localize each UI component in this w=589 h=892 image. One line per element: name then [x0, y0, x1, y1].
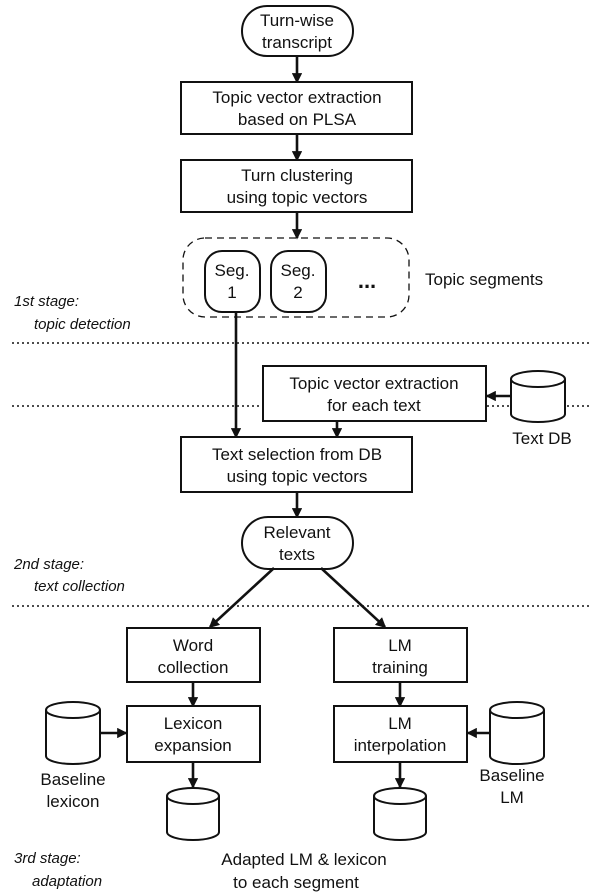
baseline-lexicon-cylinder — [45, 701, 101, 765]
word-collection-line-1: Word — [173, 636, 213, 655]
topic-segments-group — [182, 237, 410, 318]
lm-training-line-2: training — [372, 658, 428, 677]
relevant-texts-line-2: texts — [279, 545, 315, 564]
topic-vector-extraction-line-2: based on PLSA — [238, 110, 357, 129]
topic-vector-extraction-line-1: Topic vector extraction — [212, 88, 381, 107]
baseline-lm-label-line-1: Baseline — [479, 766, 544, 785]
relevant-texts-line-1: Relevant — [263, 523, 330, 542]
adapted-output-label-line-1: Adapted LM & lexicon — [221, 850, 386, 869]
baseline-lexicon-label-line-2: lexicon — [47, 792, 100, 811]
word-collection-line-2: collection — [158, 658, 229, 677]
topic-vector-extraction-text-line-2: for each text — [327, 396, 421, 415]
text-selection-line-1: Text selection from DB — [212, 445, 382, 464]
turn-wise-transcript-node: Turn-wise transcript — [241, 5, 354, 57]
baseline-lexicon-label-line-1: Baseline — [40, 770, 105, 789]
segment-2-node: Seg. 2 — [270, 250, 327, 313]
lm-interpolation-line-2: interpolation — [354, 736, 447, 755]
lm-interpolation-box: LM interpolation — [333, 705, 468, 763]
stage-3-label-line-2: adaptation — [32, 873, 102, 890]
text-db-label: Text DB — [512, 429, 572, 448]
text-selection-box: Text selection from DB using topic vecto… — [180, 436, 413, 493]
lexicon-expansion-box: Lexicon expansion — [126, 705, 261, 763]
topic-vector-extraction-text-line-1: Topic vector extraction — [289, 374, 458, 393]
segments-ellipsis: ... — [358, 268, 376, 293]
turn-wise-transcript-line-1: Turn-wise — [260, 11, 334, 30]
turn-wise-transcript-line-2: transcript — [262, 33, 332, 52]
segment-2-line-1: Seg. — [281, 261, 316, 280]
topic-vector-extraction-text-box: Topic vector extraction for each text — [262, 365, 487, 422]
topic-vector-extraction-box: Topic vector extraction based on PLSA — [180, 81, 413, 135]
baseline-lm-label-line-2: LM — [500, 788, 524, 807]
turn-clustering-line-1: Turn clustering — [241, 166, 353, 185]
adapted-lexicon-cylinder — [166, 787, 220, 841]
relevant-texts-node: Relevant texts — [241, 516, 354, 570]
turn-clustering-line-2: using topic vectors — [227, 188, 368, 207]
stage-3-label-line-1: 3rd stage: — [14, 850, 81, 867]
text-db-cylinder — [510, 370, 566, 423]
stage-1-label-line-1: 1st stage: — [14, 293, 79, 310]
turn-clustering-box: Turn clustering using topic vectors — [180, 159, 413, 213]
topic-segments-label: Topic segments — [425, 270, 543, 289]
lexicon-expansion-line-1: Lexicon — [164, 714, 223, 733]
arrow-relevant-to-word-collection — [208, 567, 275, 629]
stage-2-label-line-2: text collection — [34, 578, 125, 595]
text-selection-line-2: using topic vectors — [227, 467, 368, 486]
lm-training-box: LM training — [333, 627, 468, 683]
stage-2-label-line-1: 2nd stage: — [13, 556, 84, 573]
arrow-relevant-to-lm-training — [320, 567, 387, 629]
adapted-output-label-line-2: to each segment — [233, 873, 359, 892]
stage-1-label-line-2: topic detection — [34, 316, 131, 333]
segment-2-line-2: 2 — [293, 283, 302, 302]
adapted-lm-cylinder — [373, 787, 427, 841]
segment-1-node: Seg. 1 — [204, 250, 261, 313]
lm-training-line-1: LM — [388, 636, 412, 655]
segment-1-line-1: Seg. — [215, 261, 250, 280]
lm-interpolation-line-1: LM — [388, 714, 412, 733]
segment-1-line-2: 1 — [227, 283, 236, 302]
lexicon-expansion-line-2: expansion — [154, 736, 232, 755]
word-collection-box: Word collection — [126, 627, 261, 683]
baseline-lm-cylinder — [489, 701, 545, 765]
